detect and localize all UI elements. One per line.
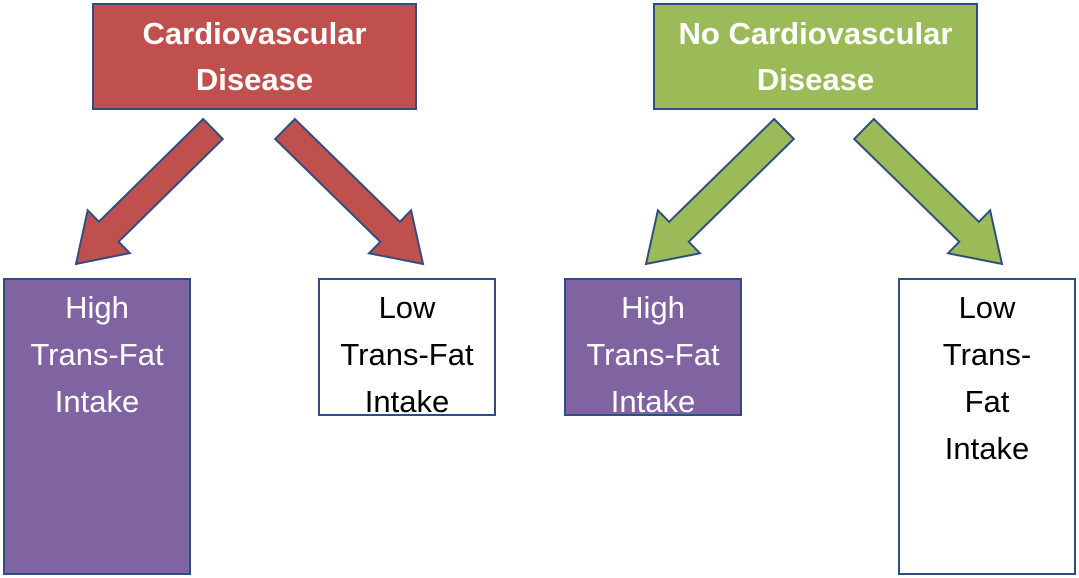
cvd-header-line-1: Cardiovascular [142,15,367,51]
no-cvd-low-line-2: Trans- [942,337,1032,372]
cvd-low-line-1: Low [378,290,436,325]
cvd-high-line-3: Intake [54,384,140,419]
cvd-low-intake-box: Low Trans-Fat Intake [318,278,496,419]
no-cvd-to-low-arrow [852,117,1004,266]
cvd-to-high-arrow [74,117,225,266]
no-cvd-to-high-arrow [644,117,796,266]
cvd-to-low-arrow [273,117,425,266]
cvd-high-line-1: High [65,290,129,325]
no-cvd-low-line-1: Low [958,290,1016,325]
no-cvd-high-intake-box: High Trans-Fat Intake [564,278,742,419]
cvd-header-box: Cardiovascular Disease [92,3,417,110]
no-cvd-high-line-2: Trans-Fat [586,337,720,372]
no-cvd-header-box: No Cardiovascular Disease [653,3,978,110]
no-cvd-high-line-3: Intake [610,384,696,419]
no-cvd-header-line-2: Disease [756,61,875,97]
no-cvd-low-intake-box: Low Trans- Fat Intake [898,278,1076,575]
cvd-low-line-3: Intake [364,384,450,419]
no-cvd-low-line-4: Intake [944,431,1030,466]
cvd-header-line-2: Disease [195,61,314,97]
cvd-low-line-2: Trans-Fat [340,337,474,372]
cvd-high-intake-box: High Trans-Fat Intake [3,278,191,575]
cvd-high-line-2: Trans-Fat [30,337,164,372]
no-cvd-low-line-3: Fat [964,384,1010,419]
no-cvd-header-line-1: No Cardiovascular [678,15,953,51]
no-cvd-high-line-1: High [621,290,685,325]
